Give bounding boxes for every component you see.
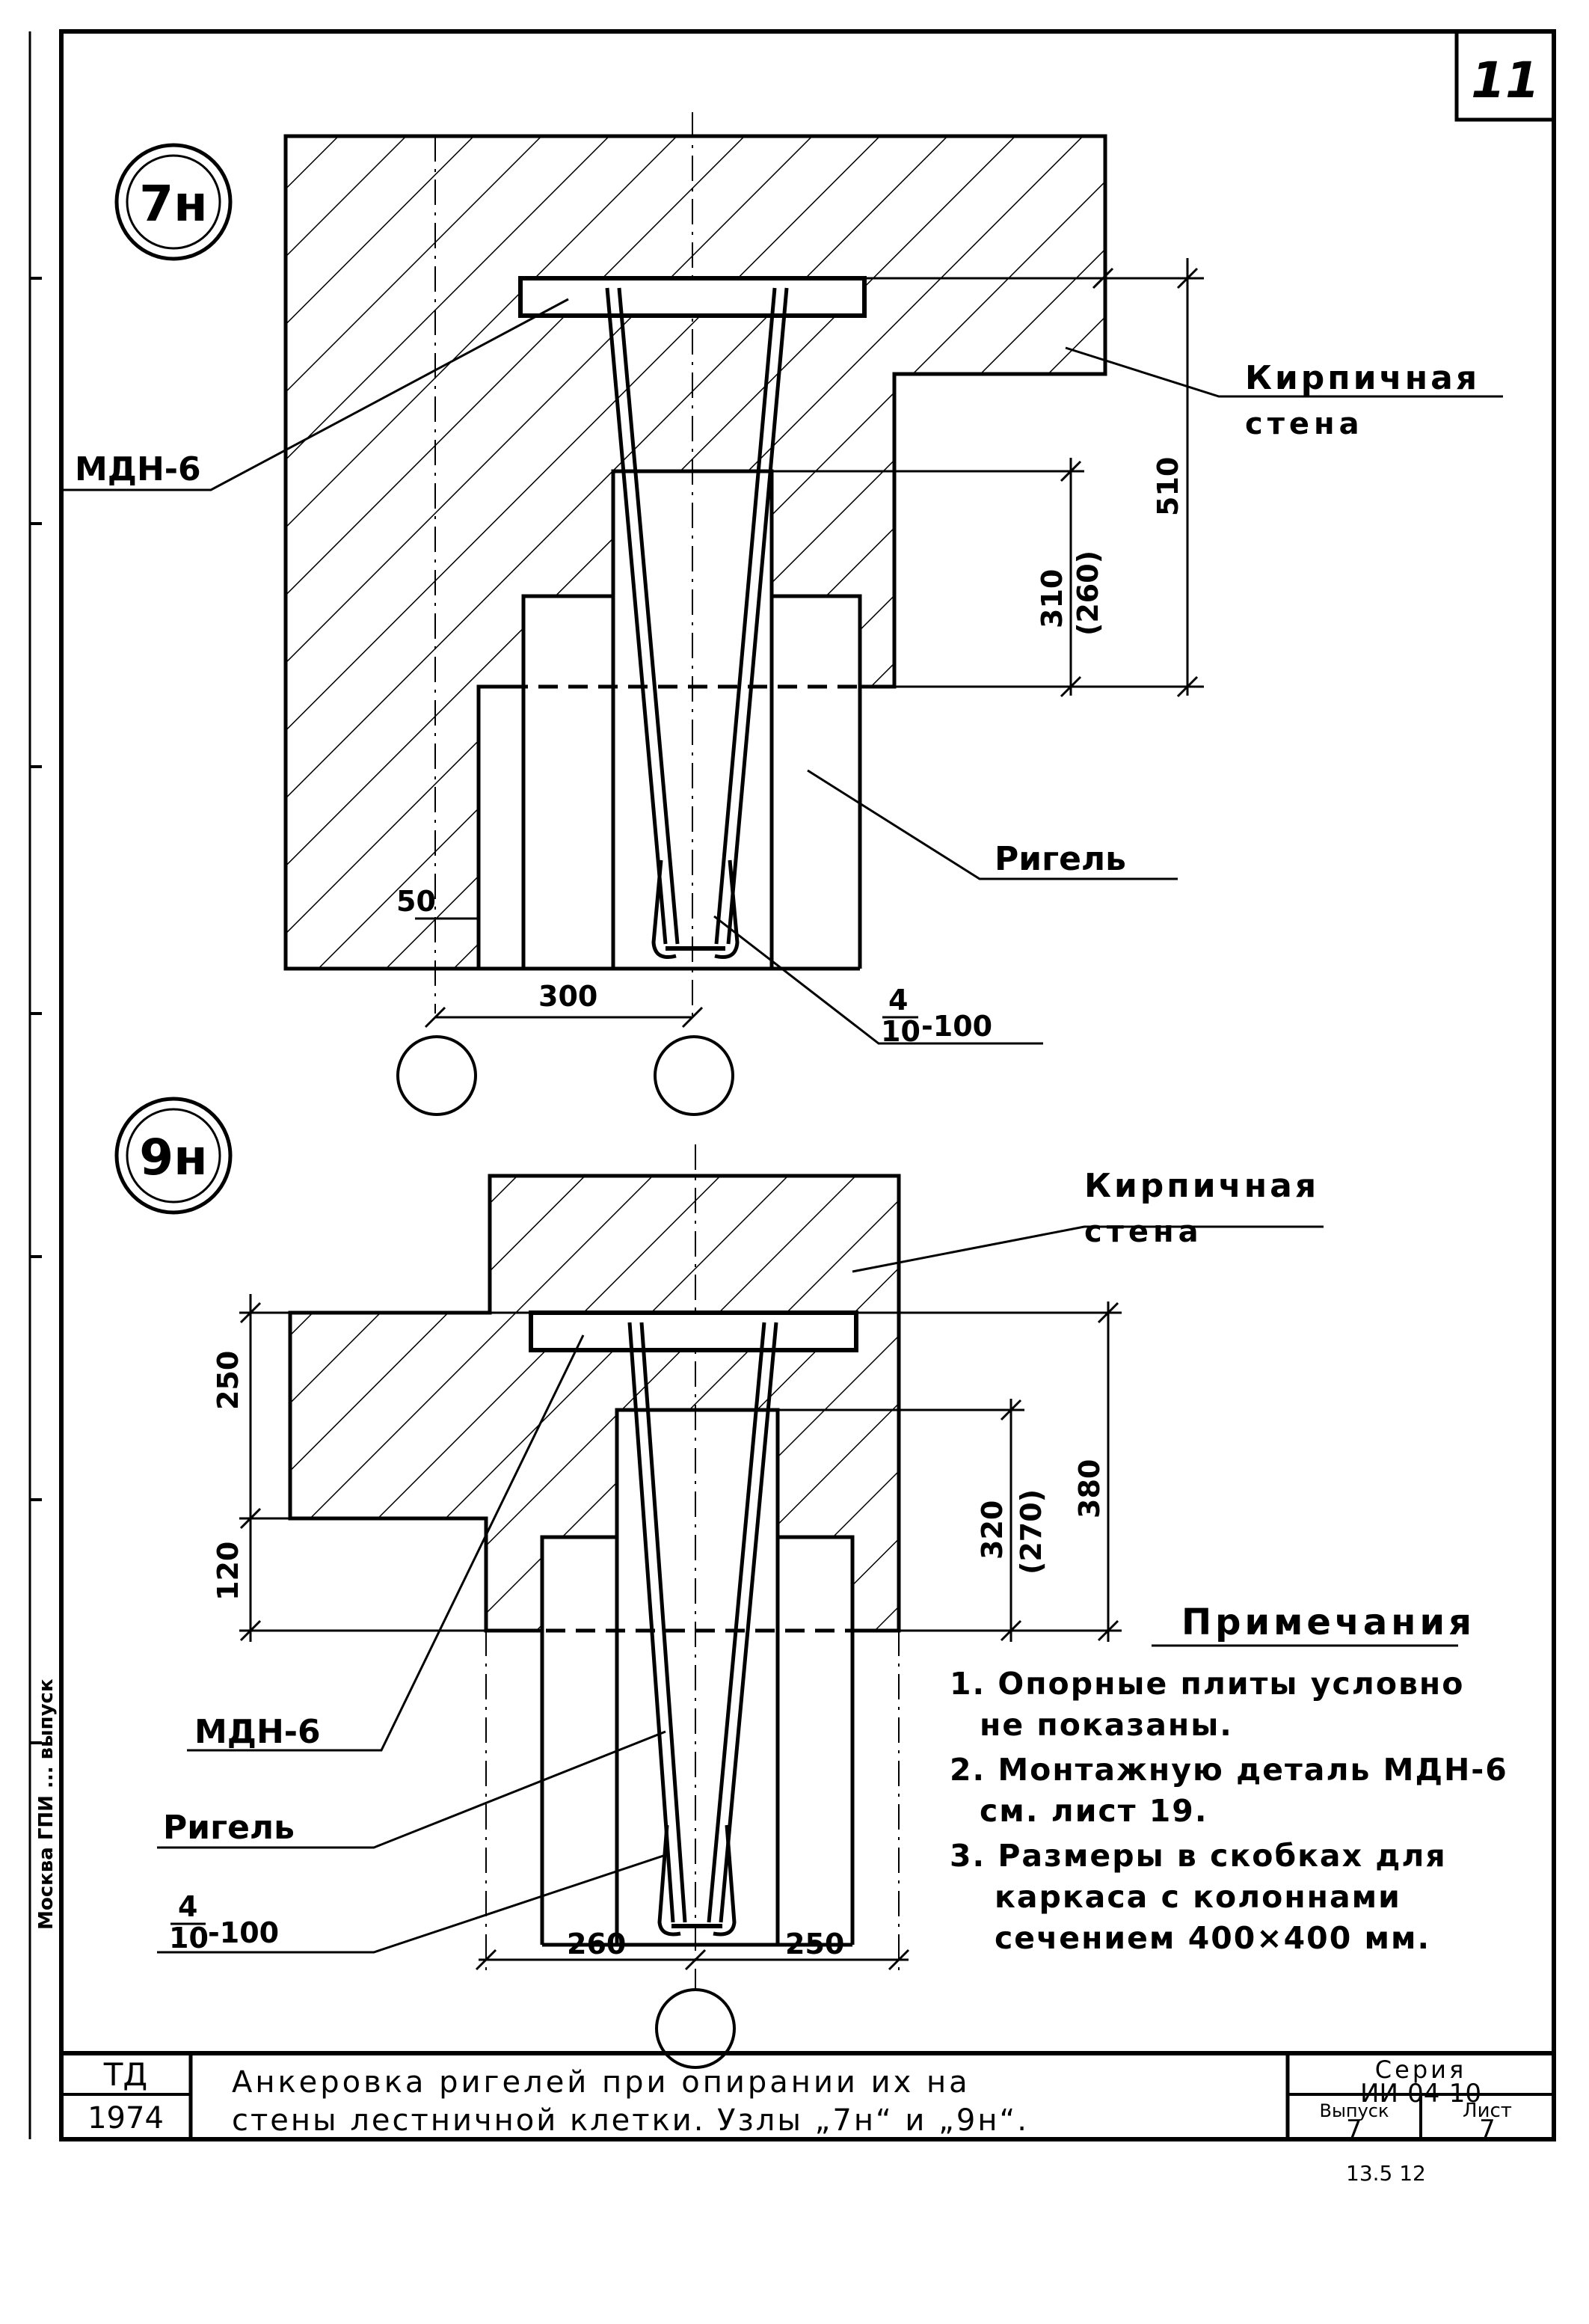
node-9h-dim-250: 250 (212, 1351, 245, 1410)
node-9h-dim-380: 380 (1073, 1459, 1106, 1518)
note-line: 3. Размеры в скобках для (950, 1838, 1447, 1874)
svg-text:10: 10 (169, 1922, 209, 1954)
note-line: каркаса с колоннами (995, 1879, 1401, 1915)
title-block (61, 2051, 1554, 2139)
series-value: ИИ-04-10 (1360, 2079, 1481, 2109)
node-7h-anchor-plate (518, 276, 867, 318)
margin-ticks (30, 277, 42, 1744)
node-9h-wall-label-2: стена (1084, 1215, 1203, 1249)
sheet-number: 11 (1471, 52, 1540, 109)
notes-block: Примечания 1. Опорные плиты условно не п… (950, 1601, 1508, 1956)
node-7h-axis-marker (654, 1035, 734, 1116)
note-line: сечением 400×400 мм. (995, 1920, 1430, 1956)
node-9h-anchor-plate (529, 1310, 858, 1352)
node-9h-beam-label: Ригель (163, 1809, 295, 1847)
node-7h-axis-marker (396, 1035, 477, 1116)
node-7h-rebar-mark: 4 10 -100 (881, 984, 992, 1048)
node-9h-brick-wall (288, 1174, 901, 1633)
issue-value: 7 (1346, 2115, 1362, 2144)
svg-text:-100: -100 (921, 1010, 992, 1043)
svg-text:9н: 9н (139, 1129, 208, 1186)
year: 1974 (87, 2101, 164, 2136)
note-line: 1. Опорные плиты условно (950, 1666, 1464, 1702)
node-9h: 9н (114, 1097, 1324, 2069)
node-7h-wall-label-2: стена (1245, 407, 1364, 441)
drawing-title-line-2: стены лестничной клетки. Узлы „7н“ и „9н… (232, 2103, 1029, 2138)
node-9h-axes (485, 1144, 900, 1990)
note-line: см. лист 19. (980, 1793, 1208, 1829)
note-line: не показаны. (980, 1707, 1233, 1743)
notes-title: Примечания (1181, 1601, 1475, 1643)
drawing-title-line-1: Анкеровка ригелей при опирании их на (232, 2065, 971, 2100)
node-7h-axes (434, 112, 693, 1017)
node-7h-wall-label: Кирпичная (1245, 359, 1480, 397)
node-7h-anchor-bars (605, 287, 789, 959)
node-9h-dim-320: 320 (976, 1500, 1009, 1560)
node-9h-dimensions (239, 1294, 1122, 1971)
node-7h-beam (286, 471, 894, 971)
node-9h-beam (290, 1410, 899, 1947)
sheet-number-box: 11 (1454, 31, 1554, 122)
node-9h-dim-120: 120 (212, 1542, 245, 1601)
node-7h: 7н (60, 112, 1503, 1116)
series-label: Серия (1375, 2055, 1466, 2084)
sheet-value: 7 (1479, 2115, 1496, 2144)
svg-text:-100: -100 (208, 1916, 279, 1949)
node-7h-detail-label: МДН-6 (75, 450, 201, 488)
node-7h-beam-label: Ригель (995, 840, 1126, 878)
sheet-label: Лист (1463, 2100, 1512, 2122)
sheet-border (59, 29, 1556, 2141)
side-stamp: Москва ГПИ ... выпуск (35, 1678, 58, 1930)
node-7h-dim-300: 300 (538, 980, 597, 1013)
org-code: ТД (103, 2056, 147, 2093)
node-9h-rebar-mark: 4 10 -100 (169, 1890, 279, 1954)
node-9h-anchor-bars (627, 1322, 778, 1937)
svg-text:7н: 7н (139, 175, 208, 233)
node-7h-dim-260: (260) (1072, 551, 1104, 636)
svg-text:4: 4 (888, 984, 908, 1017)
node-7h-dim-510: 510 (1152, 457, 1184, 516)
node-7h-dim-310: 310 (1036, 569, 1069, 628)
svg-text:10: 10 (881, 1015, 920, 1048)
node-9h-badge: 9н (114, 1097, 233, 1215)
node-7h-leaders (60, 298, 1503, 1045)
svg-text:4: 4 (178, 1890, 197, 1923)
footer-scribble: 13.5 12 (1346, 2161, 1426, 2186)
node-9h-wall-label: Кирпичная (1084, 1167, 1319, 1205)
node-9h-dim-250-h: 250 (785, 1928, 844, 1960)
node-7h-dimensions (415, 258, 1204, 1028)
node-7h-dim-50: 50 (396, 885, 436, 918)
node-7h-badge: 7н (114, 143, 233, 261)
node-9h-dim-270: (270) (1015, 1489, 1048, 1575)
node-9h-dim-260: 260 (567, 1928, 626, 1960)
note-line: 2. Монтажную деталь МДН-6 (950, 1752, 1508, 1788)
node-9h-leaders (157, 1225, 1324, 1954)
issue-label: Выпуск (1320, 2100, 1389, 2121)
node-9h-detail-label: МДН-6 (194, 1713, 321, 1751)
node-7h-brick-wall (283, 134, 1107, 971)
node-9h-axis-marker (655, 1988, 736, 2069)
